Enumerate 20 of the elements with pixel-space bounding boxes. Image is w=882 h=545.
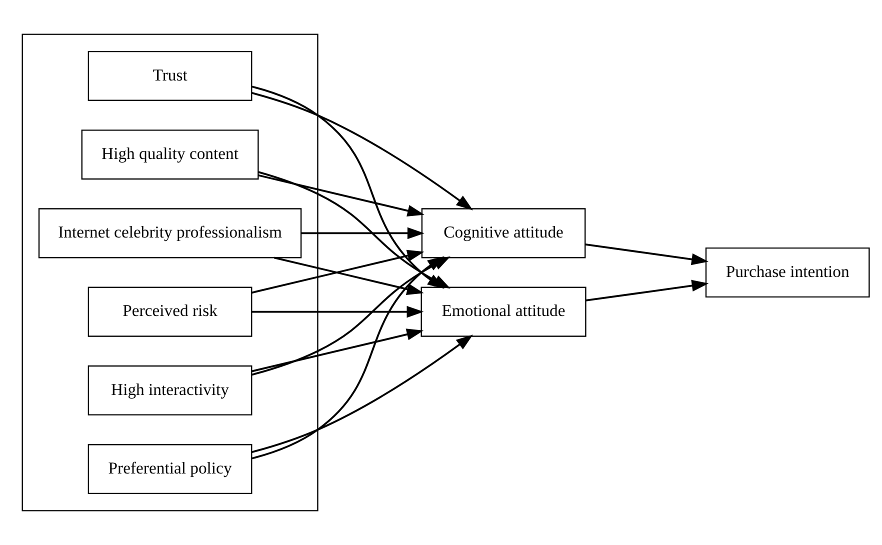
- node-box: High quality content: [81, 130, 259, 180]
- node-box: Purchase intention: [705, 248, 870, 298]
- arrow: [252, 306, 424, 318]
- arrow: [252, 334, 474, 454]
- node-box: Perceived risk: [88, 286, 252, 337]
- arrow: [585, 244, 709, 266]
- arrow: [252, 92, 474, 210]
- arrow: [252, 250, 424, 294]
- node-box: Trust: [88, 50, 252, 101]
- arrow: [252, 328, 424, 372]
- arrow: [274, 256, 424, 296]
- arrow: [258, 174, 424, 217]
- cluster: [22, 34, 318, 512]
- node-box: High interactivity: [88, 365, 252, 416]
- node-box: Preferential policy: [88, 444, 252, 494]
- node-box: Cognitive attitude: [421, 208, 586, 258]
- node-box: Emotional attitude: [420, 286, 586, 337]
- node-box: Internet celebrity professionalism: [38, 208, 302, 258]
- arrow: [301, 227, 424, 240]
- arrow: [586, 280, 709, 302]
